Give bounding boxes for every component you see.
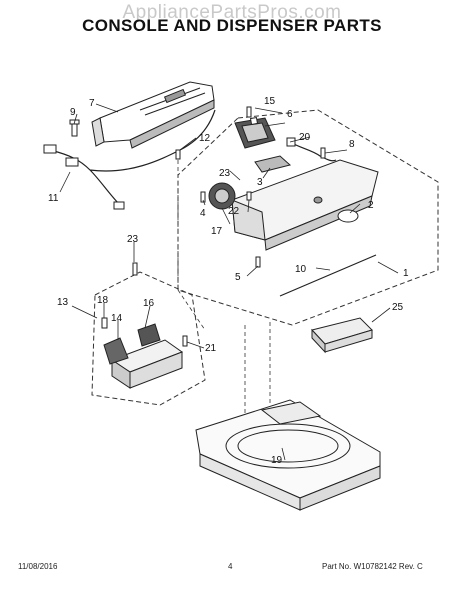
console-group-outline xyxy=(177,109,439,326)
footer-date: 11/08/2016 xyxy=(18,562,58,571)
callout-18: 18 xyxy=(97,295,109,306)
screw-icon xyxy=(101,262,188,347)
callout-3: 3 xyxy=(257,177,263,188)
callout-23-console: 23 xyxy=(219,168,231,179)
callout-2: 2 xyxy=(368,200,374,211)
washer-top-frame xyxy=(195,399,381,511)
callout-19: 19 xyxy=(271,455,283,466)
cable xyxy=(289,141,337,162)
callout-21: 21 xyxy=(205,343,217,354)
callout-10: 10 xyxy=(295,264,307,275)
harness-connector xyxy=(43,144,57,154)
callout-17: 17 xyxy=(211,226,223,237)
control-board-assembly xyxy=(103,323,184,389)
callout-6: 6 xyxy=(287,109,293,120)
board-group-outline xyxy=(91,271,206,406)
callout-23-board: 23 xyxy=(127,234,139,245)
callout-leader-lines xyxy=(59,103,399,461)
watermark-text: AppliancePartsPros.com xyxy=(122,2,342,23)
console-control-panel xyxy=(91,81,215,149)
selector-knob-icon xyxy=(337,209,359,223)
footer-page-number: 4 xyxy=(228,562,233,571)
callout-11: 11 xyxy=(48,193,59,204)
dashed-connector-lines xyxy=(177,160,271,430)
callout-8: 8 xyxy=(349,139,355,150)
callout-22: 22 xyxy=(228,206,240,217)
bracket xyxy=(254,155,292,173)
console-strip xyxy=(279,254,377,297)
callout-9: 9 xyxy=(70,107,76,118)
callout-4: 4 xyxy=(200,208,206,219)
user-interface-board xyxy=(234,116,276,149)
encoder-assembly xyxy=(208,182,236,210)
screw-icon xyxy=(175,147,326,268)
callout-25: 25 xyxy=(392,302,404,313)
harness-connector xyxy=(113,201,125,210)
console-top-cover xyxy=(231,159,379,251)
callout-12: 12 xyxy=(199,133,211,144)
dispenser-drawer xyxy=(311,317,373,354)
callout-16: 16 xyxy=(143,298,155,309)
callout-13: 13 xyxy=(57,297,69,308)
page-title: CONSOLE AND DISPENSER PARTS xyxy=(82,16,382,35)
callout-14: 14 xyxy=(111,313,123,324)
footer-part-number: Part No. W10782142 Rev. C xyxy=(322,562,423,571)
screw-icon xyxy=(246,106,252,118)
callout-labels: 1 2 3 4 5 6 7 8 9 10 11 12 13 14 15 16 1… xyxy=(48,96,409,466)
harness-connector xyxy=(65,157,79,167)
callout-15: 15 xyxy=(264,96,276,107)
callout-7: 7 xyxy=(89,98,95,109)
callout-5: 5 xyxy=(235,272,241,283)
callout-1: 1 xyxy=(403,268,409,279)
callout-20: 20 xyxy=(299,132,311,143)
